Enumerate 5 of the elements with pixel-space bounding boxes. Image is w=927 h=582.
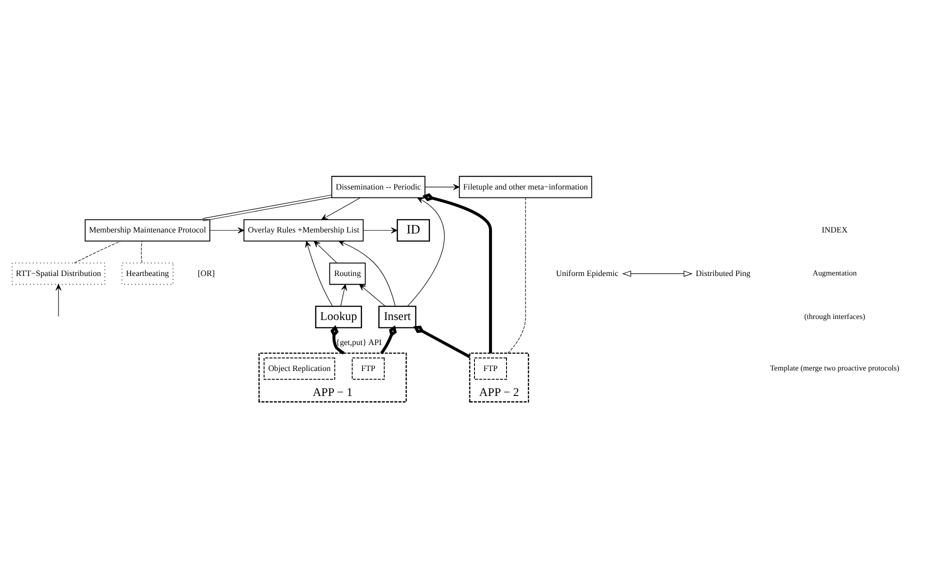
label: INDEX (822, 225, 848, 234)
node-text: Uniform Epidemic (556, 268, 618, 278)
edge-label: {get,put} API (336, 338, 382, 347)
label: [OR] (198, 268, 215, 278)
node-text: Distributed Ping (696, 268, 750, 278)
